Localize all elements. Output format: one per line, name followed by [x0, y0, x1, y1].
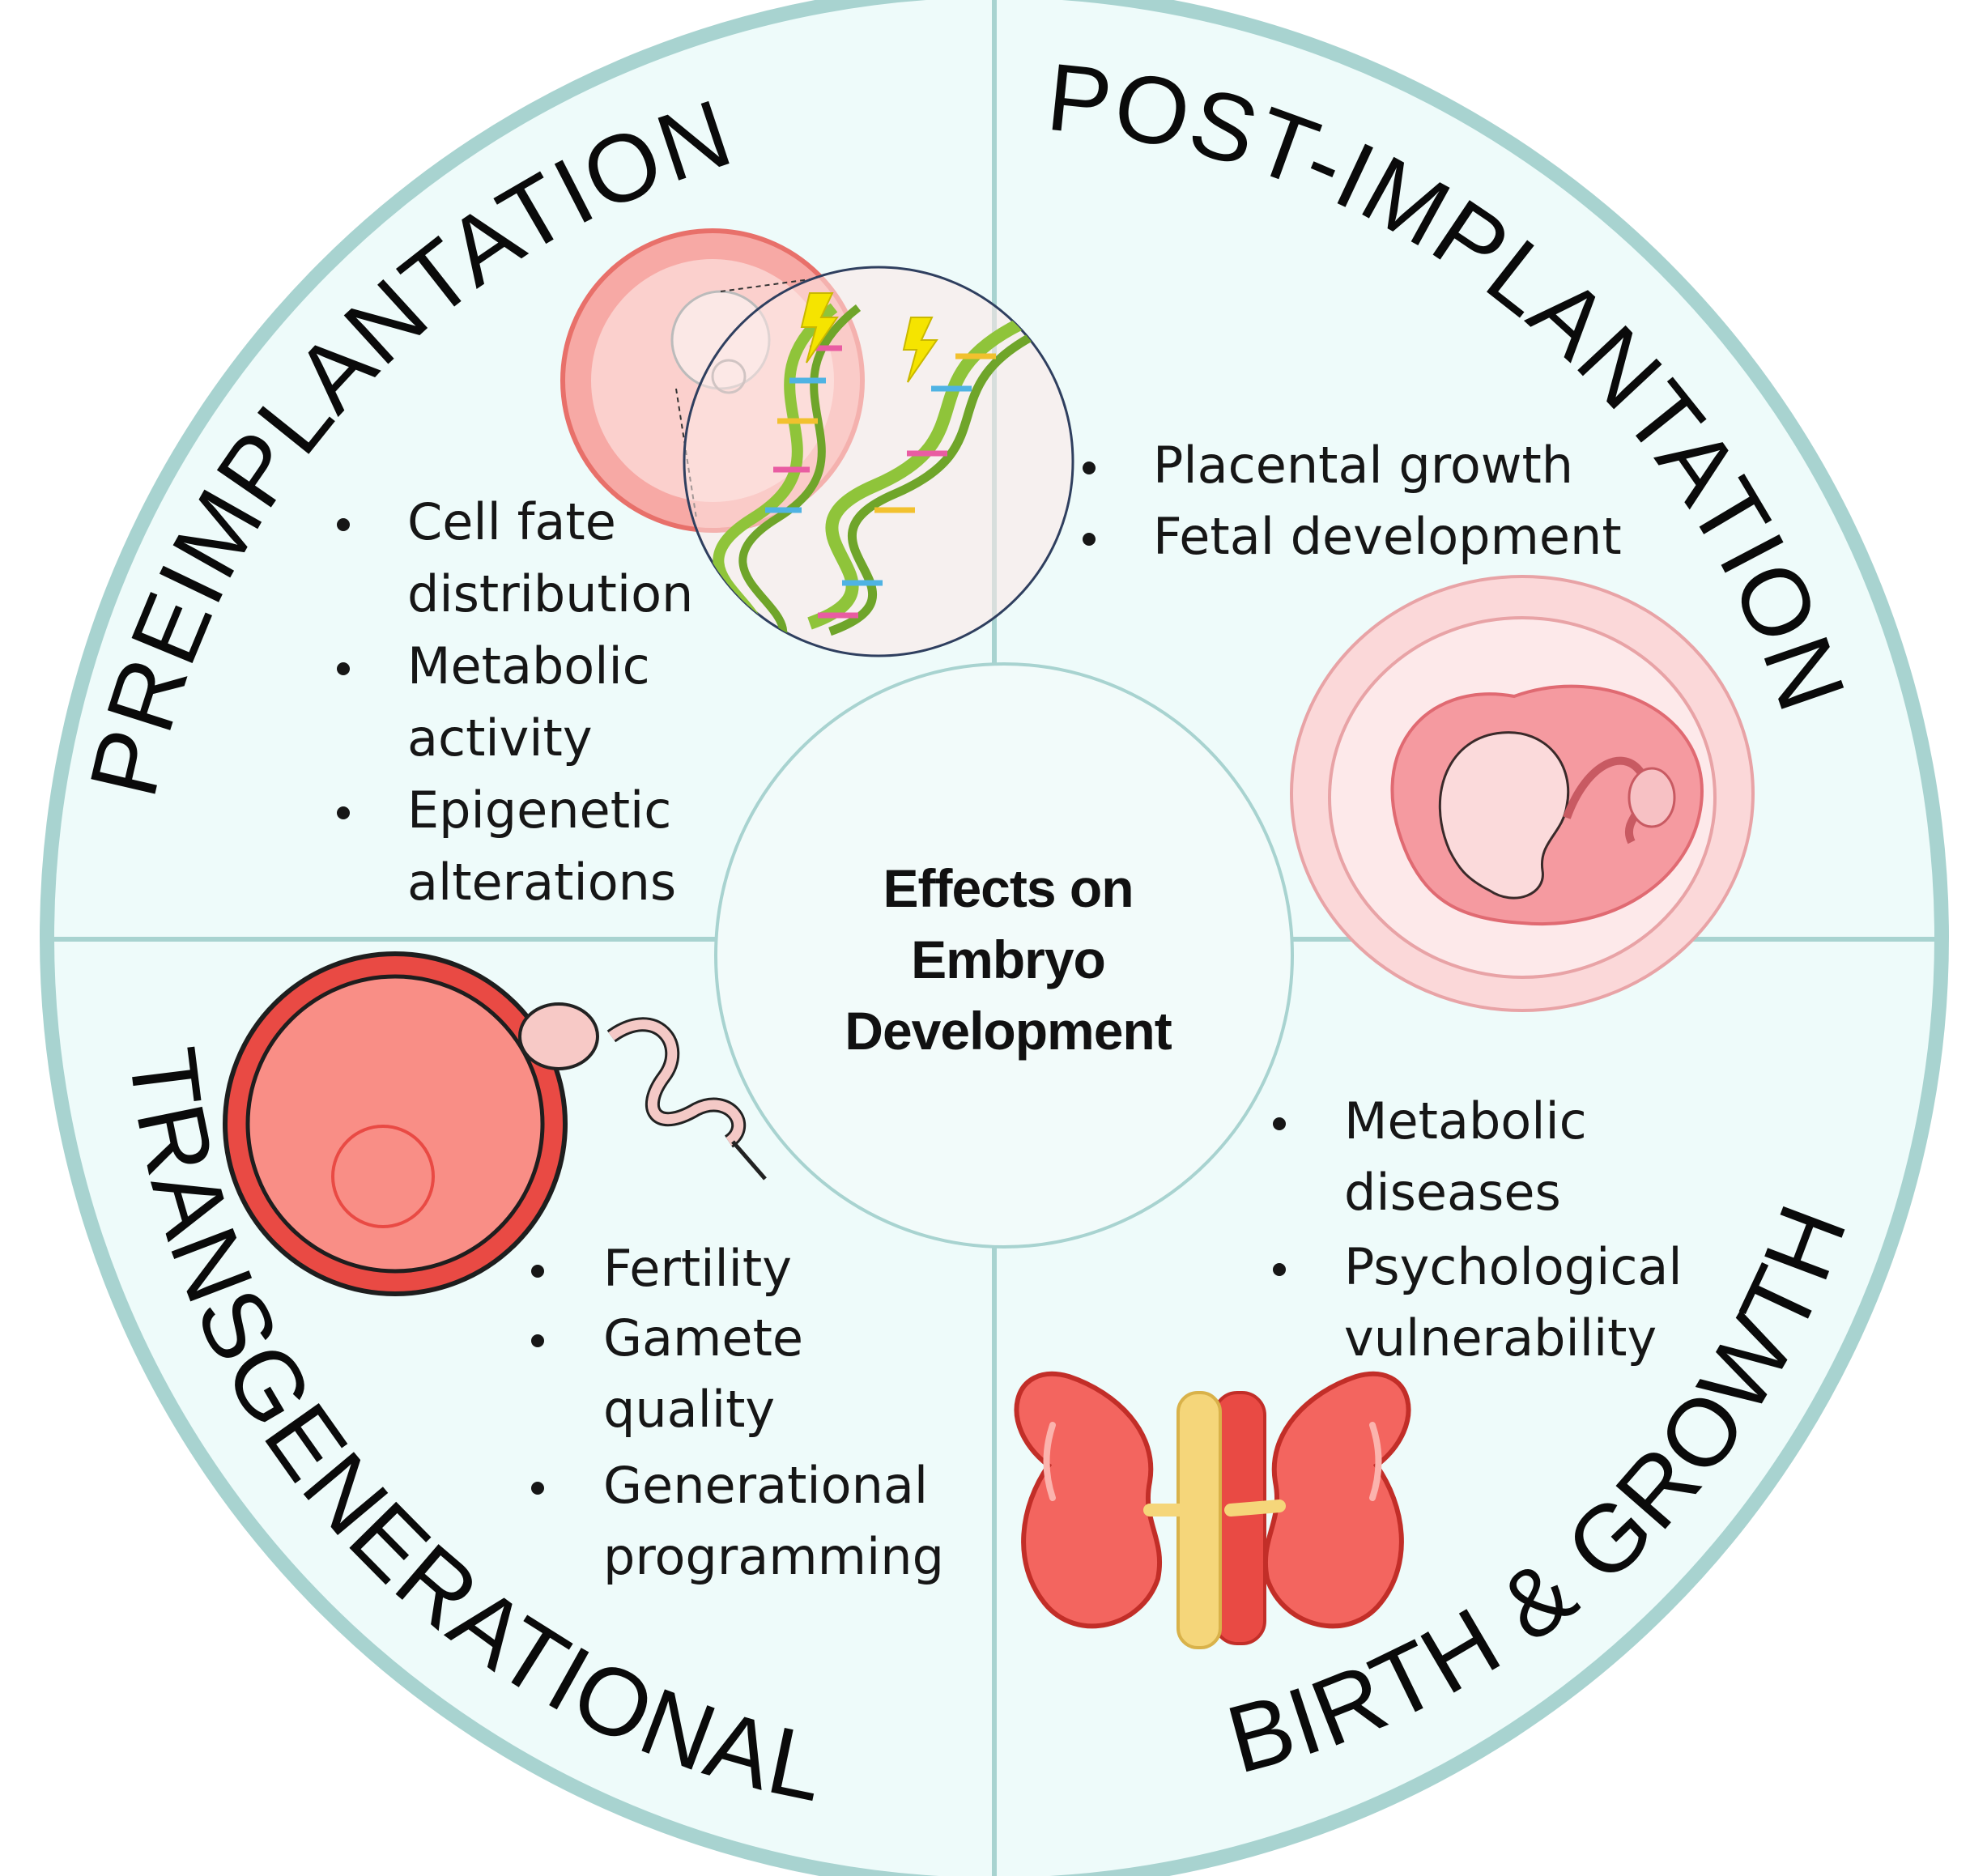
center-title: Effects on Embryo Development	[845, 858, 1172, 1061]
bullet-text: vulnerability	[1344, 1308, 1657, 1368]
bullet-text: Metabolic	[407, 636, 650, 696]
bullet-text: Epigenetic	[407, 781, 671, 840]
bullet-text: Psychological	[1344, 1237, 1683, 1296]
bullet-text: Cell fate	[407, 492, 616, 551]
bullet-text: activity	[407, 708, 593, 768]
bullet-text: quality	[603, 1380, 775, 1439]
center-title-line-2: Embryo	[911, 929, 1105, 989]
center-title-line-1: Effects on	[883, 858, 1133, 918]
bullet-text: Placental growth	[1153, 436, 1573, 495]
bullet-text: Gamete	[603, 1308, 803, 1368]
lightning-bolt-icon	[800, 292, 839, 364]
bullet-text: alterations	[407, 853, 676, 912]
fetus-in-womb-icon	[1290, 575, 1755, 1012]
bullet-text: Metabolic	[1344, 1091, 1587, 1151]
embryo-dna-magnified-icon	[560, 228, 1074, 657]
lightning-bolt-icon	[902, 317, 938, 383]
kidneys-icon	[1014, 1371, 1411, 1649]
bullet-text: diseases	[1344, 1163, 1561, 1222]
transgenerational-bullets: Fertility Gamete quality Generational pr…	[531, 1239, 944, 1586]
post-implantation-bullets: Placental growth Fetal development	[1083, 436, 1622, 566]
bullet-text: programming	[603, 1527, 944, 1586]
center-title-line-3: Development	[845, 1001, 1172, 1061]
bullet-text: distribution	[407, 564, 693, 623]
center-circle	[714, 662, 1294, 1249]
egg-and-sperm-icon	[223, 951, 767, 1296]
bullet-text: Generational	[603, 1456, 928, 1515]
preimplantation-bullets: Cell fate distribution Metabolic activit…	[337, 492, 693, 912]
bullet-text: Fetal development	[1153, 507, 1622, 566]
birth-growth-bullets: Metabolic diseases Psychological vulnera…	[1273, 1091, 1683, 1368]
bullet-text: Fertility	[603, 1239, 792, 1298]
